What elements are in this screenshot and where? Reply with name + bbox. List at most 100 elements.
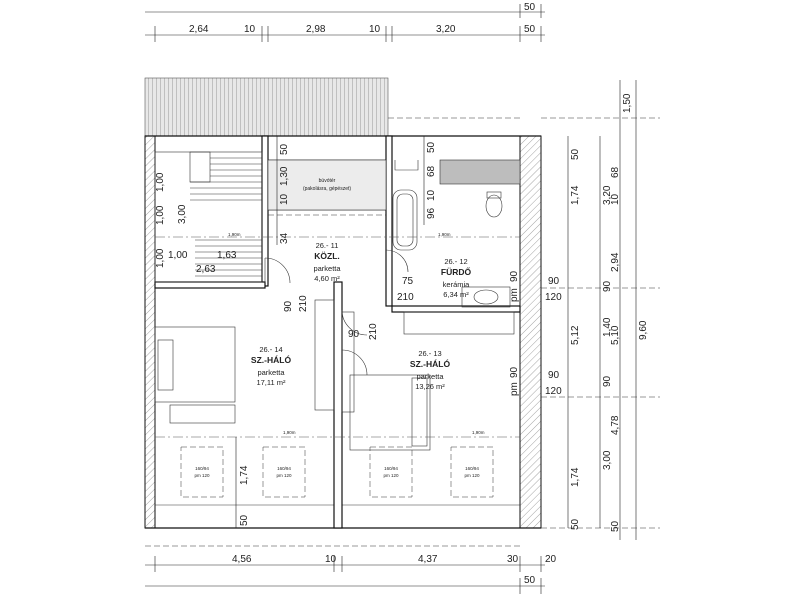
svg-text:parketta: parketta <box>257 368 285 377</box>
svg-text:pm 120: pm 120 <box>464 473 480 478</box>
storage-space: búvótér (pakolásra, gépészet) <box>267 159 387 216</box>
svg-text:50: 50 <box>524 575 536 586</box>
svg-text:90: 90 <box>548 370 560 381</box>
svg-text:160/94: 160/94 <box>277 466 291 471</box>
svg-text:1,00: 1,00 <box>155 205 166 225</box>
svg-text:26.- 13: 26.- 13 <box>418 349 441 358</box>
svg-text:26.- 14: 26.- 14 <box>259 345 282 354</box>
svg-text:10: 10 <box>325 554 337 565</box>
bed-halo14 <box>154 326 236 403</box>
height-mark-0: 1,90m <box>228 232 241 237</box>
washbasin <box>473 289 499 305</box>
svg-text:9,60: 9,60 <box>638 320 649 340</box>
svg-text:4,56: 4,56 <box>232 554 252 565</box>
svg-text:26.- 11: 26.- 11 <box>316 241 339 250</box>
svg-text:210: 210 <box>298 295 309 312</box>
svg-text:1,00: 1,00 <box>155 248 166 268</box>
svg-text:1,74: 1,74 <box>570 467 581 487</box>
svg-text:17,11 m²: 17,11 m² <box>256 378 286 387</box>
svg-text:1,74: 1,74 <box>570 185 581 205</box>
svg-text:FÜRDŐ: FÜRDŐ <box>441 266 472 277</box>
svg-text:parketta: parketta <box>313 264 341 273</box>
skylight-1: 160/94 pm 120 <box>262 446 306 498</box>
storage-subtitle: (pakolásra, gépészet) <box>303 186 351 192</box>
svg-text:2,94: 2,94 <box>610 252 621 272</box>
skylight-3: 160/94 pm 120 <box>450 446 494 498</box>
room-label-furdo: 26.- 12 FÜRDŐ kerámia 6,34 m² <box>441 257 472 299</box>
svg-text:4,78: 4,78 <box>610 415 621 435</box>
svg-text:90: 90 <box>283 300 294 312</box>
svg-text:3,00: 3,00 <box>602 450 613 470</box>
svg-text:1,00: 1,00 <box>155 172 166 192</box>
furniture <box>154 311 515 451</box>
room-label-halo13: 26.- 13 SZ.-HÁLÓ parketta 13,26 m² <box>410 349 451 391</box>
height-mark-2: 1,90m <box>283 430 296 435</box>
svg-text:parketta: parketta <box>416 372 444 381</box>
svg-text:2,63: 2,63 <box>196 264 216 275</box>
svg-text:6,34 m²: 6,34 m² <box>443 290 469 299</box>
svg-text:5,12: 5,12 <box>570 325 581 345</box>
svg-text:90: 90 <box>602 280 613 292</box>
svg-text:210: 210 <box>397 292 414 303</box>
svg-text:1,30: 1,30 <box>279 166 290 186</box>
top-dim-row1-0: 50 <box>524 2 536 13</box>
svg-text:90: 90 <box>348 329 360 340</box>
svg-text:26.- 12: 26.- 12 <box>444 257 467 266</box>
svg-text:10: 10 <box>610 193 621 205</box>
room-label-kozl: 26.- 11 KÖZL. parketta 4,60 m² <box>313 241 341 283</box>
room-label-halo14: 26.- 14 SZ.-HÁLÓ parketta 17,11 m² <box>251 345 292 387</box>
svg-text:10: 10 <box>279 193 290 205</box>
svg-text:96: 96 <box>426 207 437 219</box>
skylight-2: 160/94 pm 120 <box>369 446 413 498</box>
svg-text:pm 120: pm 120 <box>276 473 292 478</box>
svg-text:4,37: 4,37 <box>418 554 438 565</box>
svg-text:160/94: 160/94 <box>384 466 398 471</box>
svg-text:pm: pm <box>509 288 520 302</box>
bathtub <box>392 189 418 251</box>
svg-text:160/94: 160/94 <box>195 466 209 471</box>
bath-grey-strip <box>439 159 521 185</box>
svg-text:30: 30 <box>507 554 519 565</box>
svg-text:3,00: 3,00 <box>177 204 188 224</box>
svg-text:68: 68 <box>426 165 437 177</box>
svg-text:KÖZL.: KÖZL. <box>314 251 340 261</box>
top-dim-0: 2,64 <box>189 24 209 35</box>
svg-text:pm: pm <box>509 382 520 396</box>
svg-text:90: 90 <box>602 375 613 387</box>
top-dim-3: 10 <box>369 24 381 35</box>
skylights: 160/94 pm 120 160/94 pm 120 160/94 pm 12… <box>180 446 494 498</box>
svg-text:50: 50 <box>570 518 581 530</box>
svg-text:1,50: 1,50 <box>622 93 633 113</box>
svg-text:3,20: 3,20 <box>602 185 613 205</box>
doors <box>264 249 409 376</box>
toilet <box>485 194 503 218</box>
svg-text:68: 68 <box>610 166 621 178</box>
storage-title: búvótér <box>319 178 336 184</box>
top-dim-5: 50 <box>524 24 536 35</box>
top-dim-2: 2,98 <box>306 24 326 35</box>
bottom-dimensions: 4,56 10 4,37 30 20 50 <box>145 545 557 594</box>
svg-text:90: 90 <box>509 366 520 378</box>
bathroom-fixtures <box>392 159 521 308</box>
svg-text:pm 120: pm 120 <box>194 473 210 478</box>
svg-text:20: 20 <box>545 554 557 565</box>
svg-text:1,40: 1,40 <box>602 317 613 337</box>
svg-text:SZ.-HÁLÓ: SZ.-HÁLÓ <box>410 358 451 369</box>
svg-text:kerámia: kerámia <box>443 280 471 289</box>
svg-text:34: 34 <box>279 232 290 244</box>
right-dimensions: 1,74 5,12 1,74 50 50 3,20 90 1,40 90 3,0… <box>388 80 660 540</box>
roof-overhang-hatch <box>144 77 389 137</box>
svg-text:90: 90 <box>548 276 560 287</box>
left-dimensions: 1,00 3,00 1,00 1,00 1,00 2,63 1,63 <box>155 172 237 275</box>
skylight-0: 160/94 pm 120 <box>180 446 224 498</box>
svg-text:4,60 m²: 4,60 m² <box>314 274 340 283</box>
svg-text:120: 120 <box>545 386 562 397</box>
bed-halo13 <box>349 374 431 451</box>
staircase <box>154 151 263 283</box>
svg-text:13,26 m²: 13,26 m² <box>415 382 445 391</box>
svg-text:160/94: 160/94 <box>465 466 479 471</box>
svg-text:50: 50 <box>426 141 437 153</box>
top-dim-1: 10 <box>244 24 256 35</box>
svg-text:90: 90 <box>509 270 520 282</box>
